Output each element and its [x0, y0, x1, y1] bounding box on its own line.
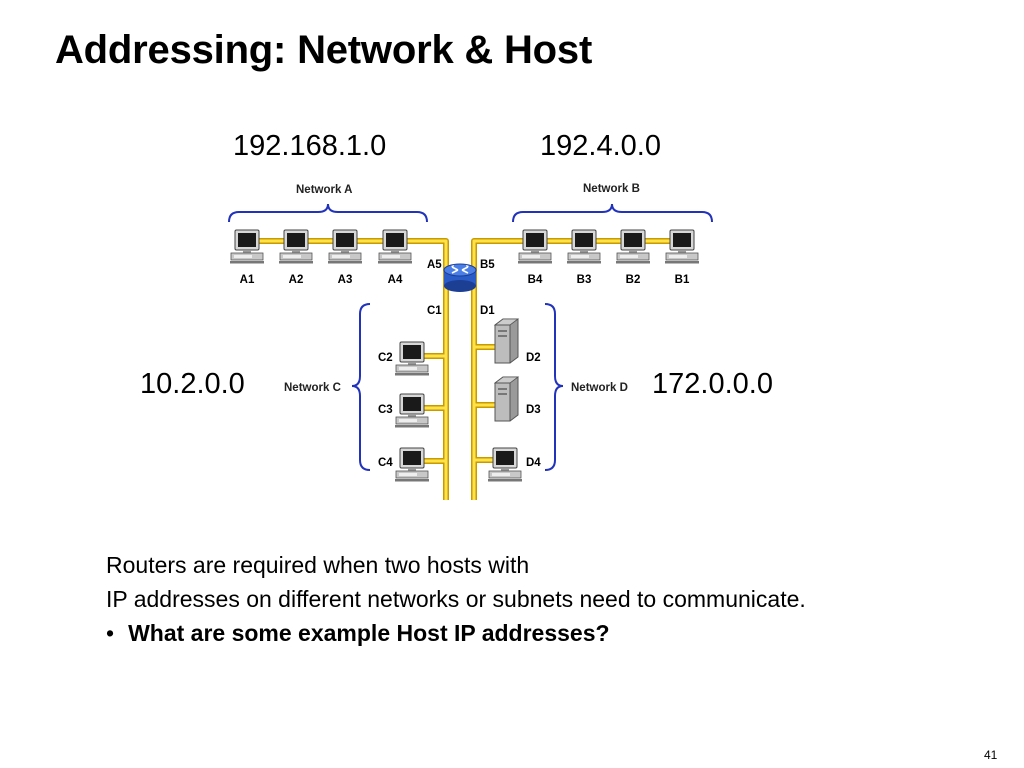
- network-a-address: 192.168.1.0: [233, 130, 387, 162]
- port-label-a5: A5: [427, 259, 442, 271]
- router-icon: [443, 263, 477, 292]
- network-a-hosts: A1 A2 A3 A4: [229, 229, 413, 286]
- host-label-b2: B2: [626, 274, 641, 286]
- network-c-label: Network C: [284, 382, 341, 394]
- host-label-b1: B1: [675, 274, 690, 286]
- bullet-marker: •: [106, 620, 115, 646]
- workstation-icon: [377, 229, 413, 264]
- host-label-c2: C2: [378, 352, 393, 364]
- slide-title: Addressing: Network & Host: [55, 28, 593, 72]
- question-bullet: • What are some example Host IP addresses…: [106, 616, 806, 650]
- network-b-address: 192.4.0.0: [540, 130, 661, 162]
- host-label-b3: B3: [577, 274, 592, 286]
- network-d-address: 172.0.0.0: [652, 368, 773, 400]
- workstation-icon: [664, 229, 700, 264]
- network-c-hosts: C2 C3 C4: [378, 341, 430, 482]
- host-label-b4: B4: [528, 274, 543, 286]
- network-c-address: 10.2.0.0: [140, 368, 245, 400]
- host-label-d3: D3: [526, 404, 541, 416]
- server-icon: [494, 376, 519, 422]
- workstation-icon: [517, 229, 553, 264]
- network-b-hosts: B4 B3 B2 B1: [517, 229, 700, 286]
- host-label-c3: C3: [378, 404, 393, 416]
- network-braces: [228, 203, 713, 471]
- host-label-d4: D4: [526, 457, 541, 469]
- port-label-b5: B5: [480, 259, 495, 271]
- port-label-c1: C1: [427, 305, 442, 317]
- question-text: What are some example Host IP addresses?: [128, 620, 610, 646]
- host-label-a1: A1: [240, 274, 255, 286]
- host-label-a4: A4: [388, 274, 403, 286]
- port-label-d1: D1: [480, 305, 495, 317]
- workstation-icon: [278, 229, 314, 264]
- host-label-c4: C4: [378, 457, 393, 469]
- host-label-d2: D2: [526, 352, 541, 364]
- explanation-line-1: Routers are required when two hosts with: [106, 552, 530, 578]
- network-d-hosts: D2 D3 D4: [487, 318, 541, 482]
- network-d-label: Network D: [571, 382, 628, 394]
- workstation-icon: [229, 229, 265, 264]
- network-a-label: Network A: [296, 184, 352, 196]
- workstation-icon: [615, 229, 651, 264]
- workstation-icon: [394, 447, 430, 482]
- network-b-label: Network B: [583, 183, 640, 195]
- workstation-icon: [487, 447, 523, 482]
- workstation-icon: [394, 341, 430, 376]
- workstation-icon: [566, 229, 602, 264]
- host-label-a2: A2: [289, 274, 304, 286]
- explanation-text: Routers are required when two hosts with…: [106, 548, 806, 650]
- server-icon: [494, 318, 519, 364]
- workstation-icon: [327, 229, 363, 264]
- explanation-line-2: IP addresses on different networks or su…: [106, 586, 806, 612]
- workstation-icon: [394, 393, 430, 428]
- page-number: 41: [984, 748, 998, 762]
- host-label-a3: A3: [338, 274, 353, 286]
